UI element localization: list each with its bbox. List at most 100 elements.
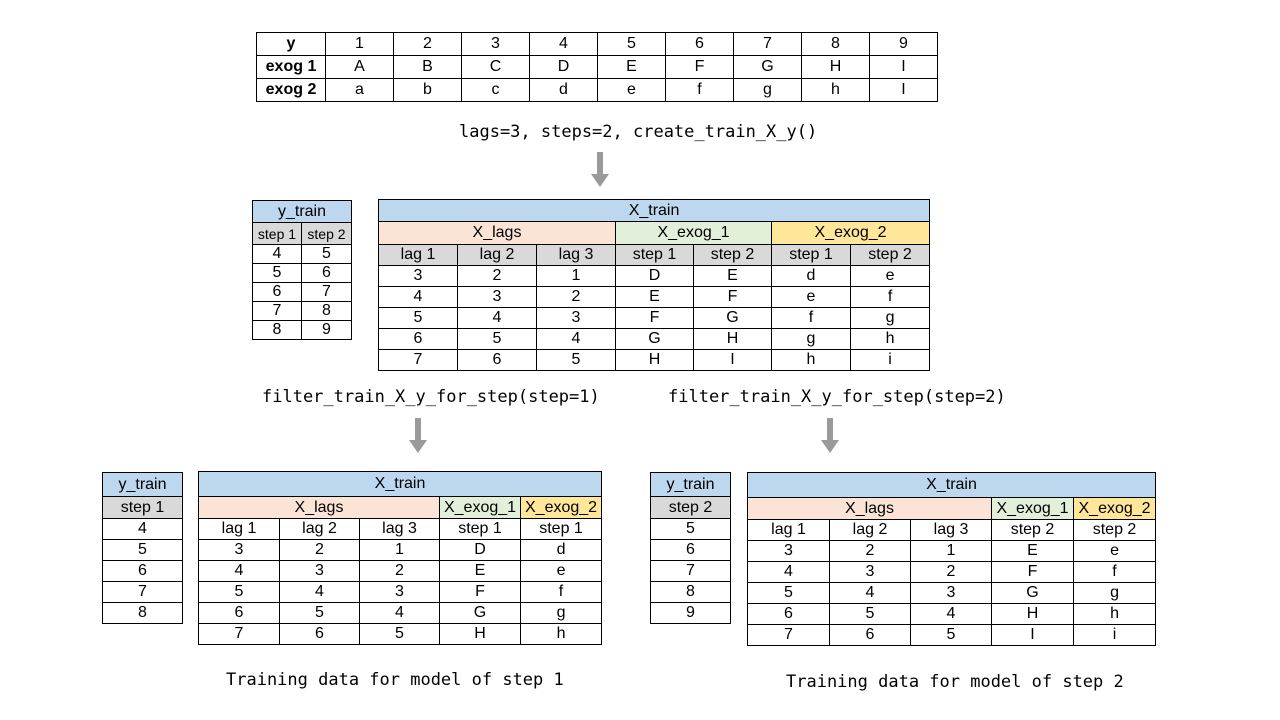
- table-cell: E: [615, 286, 694, 308]
- input-row-exog-2: exog 2 a b c d e f g h I: [256, 78, 938, 102]
- table-cell: 5: [910, 624, 992, 646]
- row-label: y: [256, 32, 326, 56]
- table-cell: d: [519, 539, 603, 561]
- input-cell: d: [529, 78, 598, 102]
- input-cell: A: [325, 55, 394, 79]
- column-header: step 1: [771, 244, 851, 266]
- input-cell: 3: [461, 32, 530, 56]
- input-cell: f: [665, 78, 734, 102]
- input-cell: b: [393, 78, 462, 102]
- table-cell: e: [1072, 540, 1157, 562]
- table-cell: I: [693, 349, 772, 371]
- table-cell: 3: [457, 286, 537, 308]
- input-row-y: y 1 2 3 4 5 6 7 8 9: [256, 32, 938, 56]
- table-cell: 1: [359, 539, 440, 561]
- table-cell: E: [991, 540, 1074, 562]
- table-cell: E: [439, 560, 521, 582]
- step2-y-train-table: y_train step 2 5 6 7 8 9: [650, 472, 731, 624]
- table-cell: G: [991, 582, 1074, 604]
- table-cell: 2: [359, 560, 440, 582]
- table-cell: 8: [252, 320, 302, 340]
- table-cell: 4: [910, 603, 992, 625]
- input-cell: a: [325, 78, 394, 102]
- input-cell: e: [597, 78, 666, 102]
- table-cell: 4: [102, 518, 183, 540]
- column-header: lag 2: [457, 244, 537, 266]
- input-cell: C: [461, 55, 530, 79]
- column-header: step 2: [301, 222, 352, 245]
- input-cell: D: [529, 55, 598, 79]
- input-cell: B: [393, 55, 462, 79]
- table-cell: 7: [301, 282, 352, 302]
- column-header: step 1: [615, 244, 694, 266]
- table-cell: E: [693, 265, 772, 287]
- table-cell: 1: [910, 540, 992, 562]
- table-cell: f: [849, 286, 931, 308]
- table-cell: 3: [910, 582, 992, 604]
- table-cell: 3: [829, 561, 911, 583]
- column-header: step 1: [519, 518, 603, 540]
- table-cell: 7: [378, 349, 458, 371]
- down-arrow-icon: [821, 418, 839, 453]
- create-call-label: lags=3, steps=2, create_train_X_y(): [459, 122, 818, 142]
- column-header: lag 1: [198, 518, 280, 540]
- table-cell: e: [771, 286, 851, 308]
- table-title: y_train: [102, 472, 183, 497]
- table-cell: 3: [279, 560, 360, 582]
- input-cell: I: [869, 55, 938, 79]
- input-cell: E: [597, 55, 666, 79]
- table-title: y_train: [252, 200, 352, 223]
- table-cell: f: [771, 307, 851, 329]
- group-header-lags: X_lags: [378, 221, 616, 245]
- input-cell: 8: [801, 32, 870, 56]
- table-cell: 4: [198, 560, 280, 582]
- table-cell: 7: [650, 560, 731, 582]
- table-cell: 2: [457, 265, 537, 287]
- table-cell: 4: [279, 581, 360, 603]
- input-cell: G: [733, 55, 802, 79]
- row-label: exog 1: [256, 55, 326, 79]
- column-header: step 2: [849, 244, 931, 266]
- table-cell: 5: [378, 307, 458, 329]
- table-cell: h: [849, 328, 931, 350]
- table-cell: 5: [279, 602, 360, 624]
- down-arrow-icon: [591, 152, 609, 187]
- table-cell: 5: [829, 603, 911, 625]
- group-header-exog-1: X_exog_1: [439, 496, 521, 519]
- group-header-lags: X_lags: [747, 497, 992, 520]
- column-header: step 2: [693, 244, 772, 266]
- table-cell: 5: [252, 263, 302, 283]
- table-cell: 5: [536, 349, 616, 371]
- table-cell: h: [519, 623, 603, 645]
- table-cell: 3: [198, 539, 280, 561]
- group-header-exog-2: X_exog_2: [519, 496, 603, 519]
- table-cell: G: [439, 602, 521, 624]
- table-cell: 6: [457, 349, 537, 371]
- table-cell: H: [615, 349, 694, 371]
- table-cell: F: [693, 286, 772, 308]
- table-cell: 2: [279, 539, 360, 561]
- table-cell: 3: [747, 540, 830, 562]
- column-header: step 1: [439, 518, 521, 540]
- table-cell: 4: [457, 307, 537, 329]
- input-cell: h: [801, 78, 870, 102]
- table-cell: 6: [102, 560, 183, 582]
- table-cell: 2: [829, 540, 911, 562]
- table-cell: 6: [378, 328, 458, 350]
- table-cell: d: [771, 265, 851, 287]
- table-cell: 6: [747, 603, 830, 625]
- column-header: lag 3: [536, 244, 616, 266]
- input-cell: g: [733, 78, 802, 102]
- table-cell: H: [439, 623, 521, 645]
- input-cell: F: [665, 55, 734, 79]
- table-cell: 4: [747, 561, 830, 583]
